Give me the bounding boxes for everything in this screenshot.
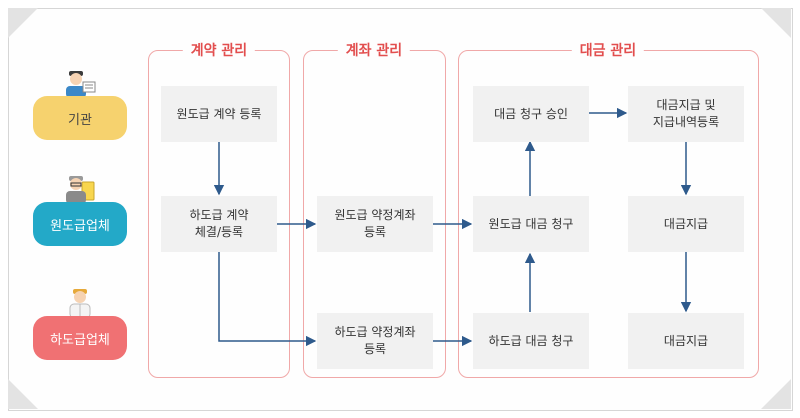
role-sub-contractor: 하도급업체 [33, 316, 127, 360]
box-payment-prime: 대금지급 [628, 196, 744, 252]
corner-decoration [8, 8, 38, 38]
account-section-title: 계좌 관리 [337, 40, 411, 62]
box-prime-account-register: 원도급 약정계좌 등록 [317, 196, 433, 252]
corner-decoration [8, 379, 38, 409]
box-payment-and-history-register: 대금지급 및 지급내역등록 [628, 86, 744, 142]
role-prime-contractor: 원도급업체 [33, 202, 127, 246]
box-prime-contract-register: 원도급 계약 등록 [161, 86, 277, 142]
box-payment-sub: 대금지급 [628, 313, 744, 369]
box-sub-account-register: 하도급 약정계좌 등록 [317, 313, 433, 369]
corner-decoration [761, 8, 791, 38]
agency-person-icon [66, 71, 96, 98]
sub-person-icon [69, 289, 91, 319]
contract-section-title: 계약 관리 [182, 40, 256, 62]
prime-person-icon [66, 176, 95, 204]
box-prime-payment-claim: 원도급 대금 청구 [473, 196, 589, 252]
role-agency: 기관 [33, 96, 127, 140]
box-sub-contract-register: 하도급 계약 체결/등록 [161, 196, 277, 252]
corner-decoration [761, 379, 791, 409]
box-claim-approval: 대금 청구 승인 [473, 86, 589, 142]
box-sub-payment-claim: 하도급 대금 청구 [473, 313, 589, 369]
payment-section-title: 대금 관리 [571, 40, 645, 62]
